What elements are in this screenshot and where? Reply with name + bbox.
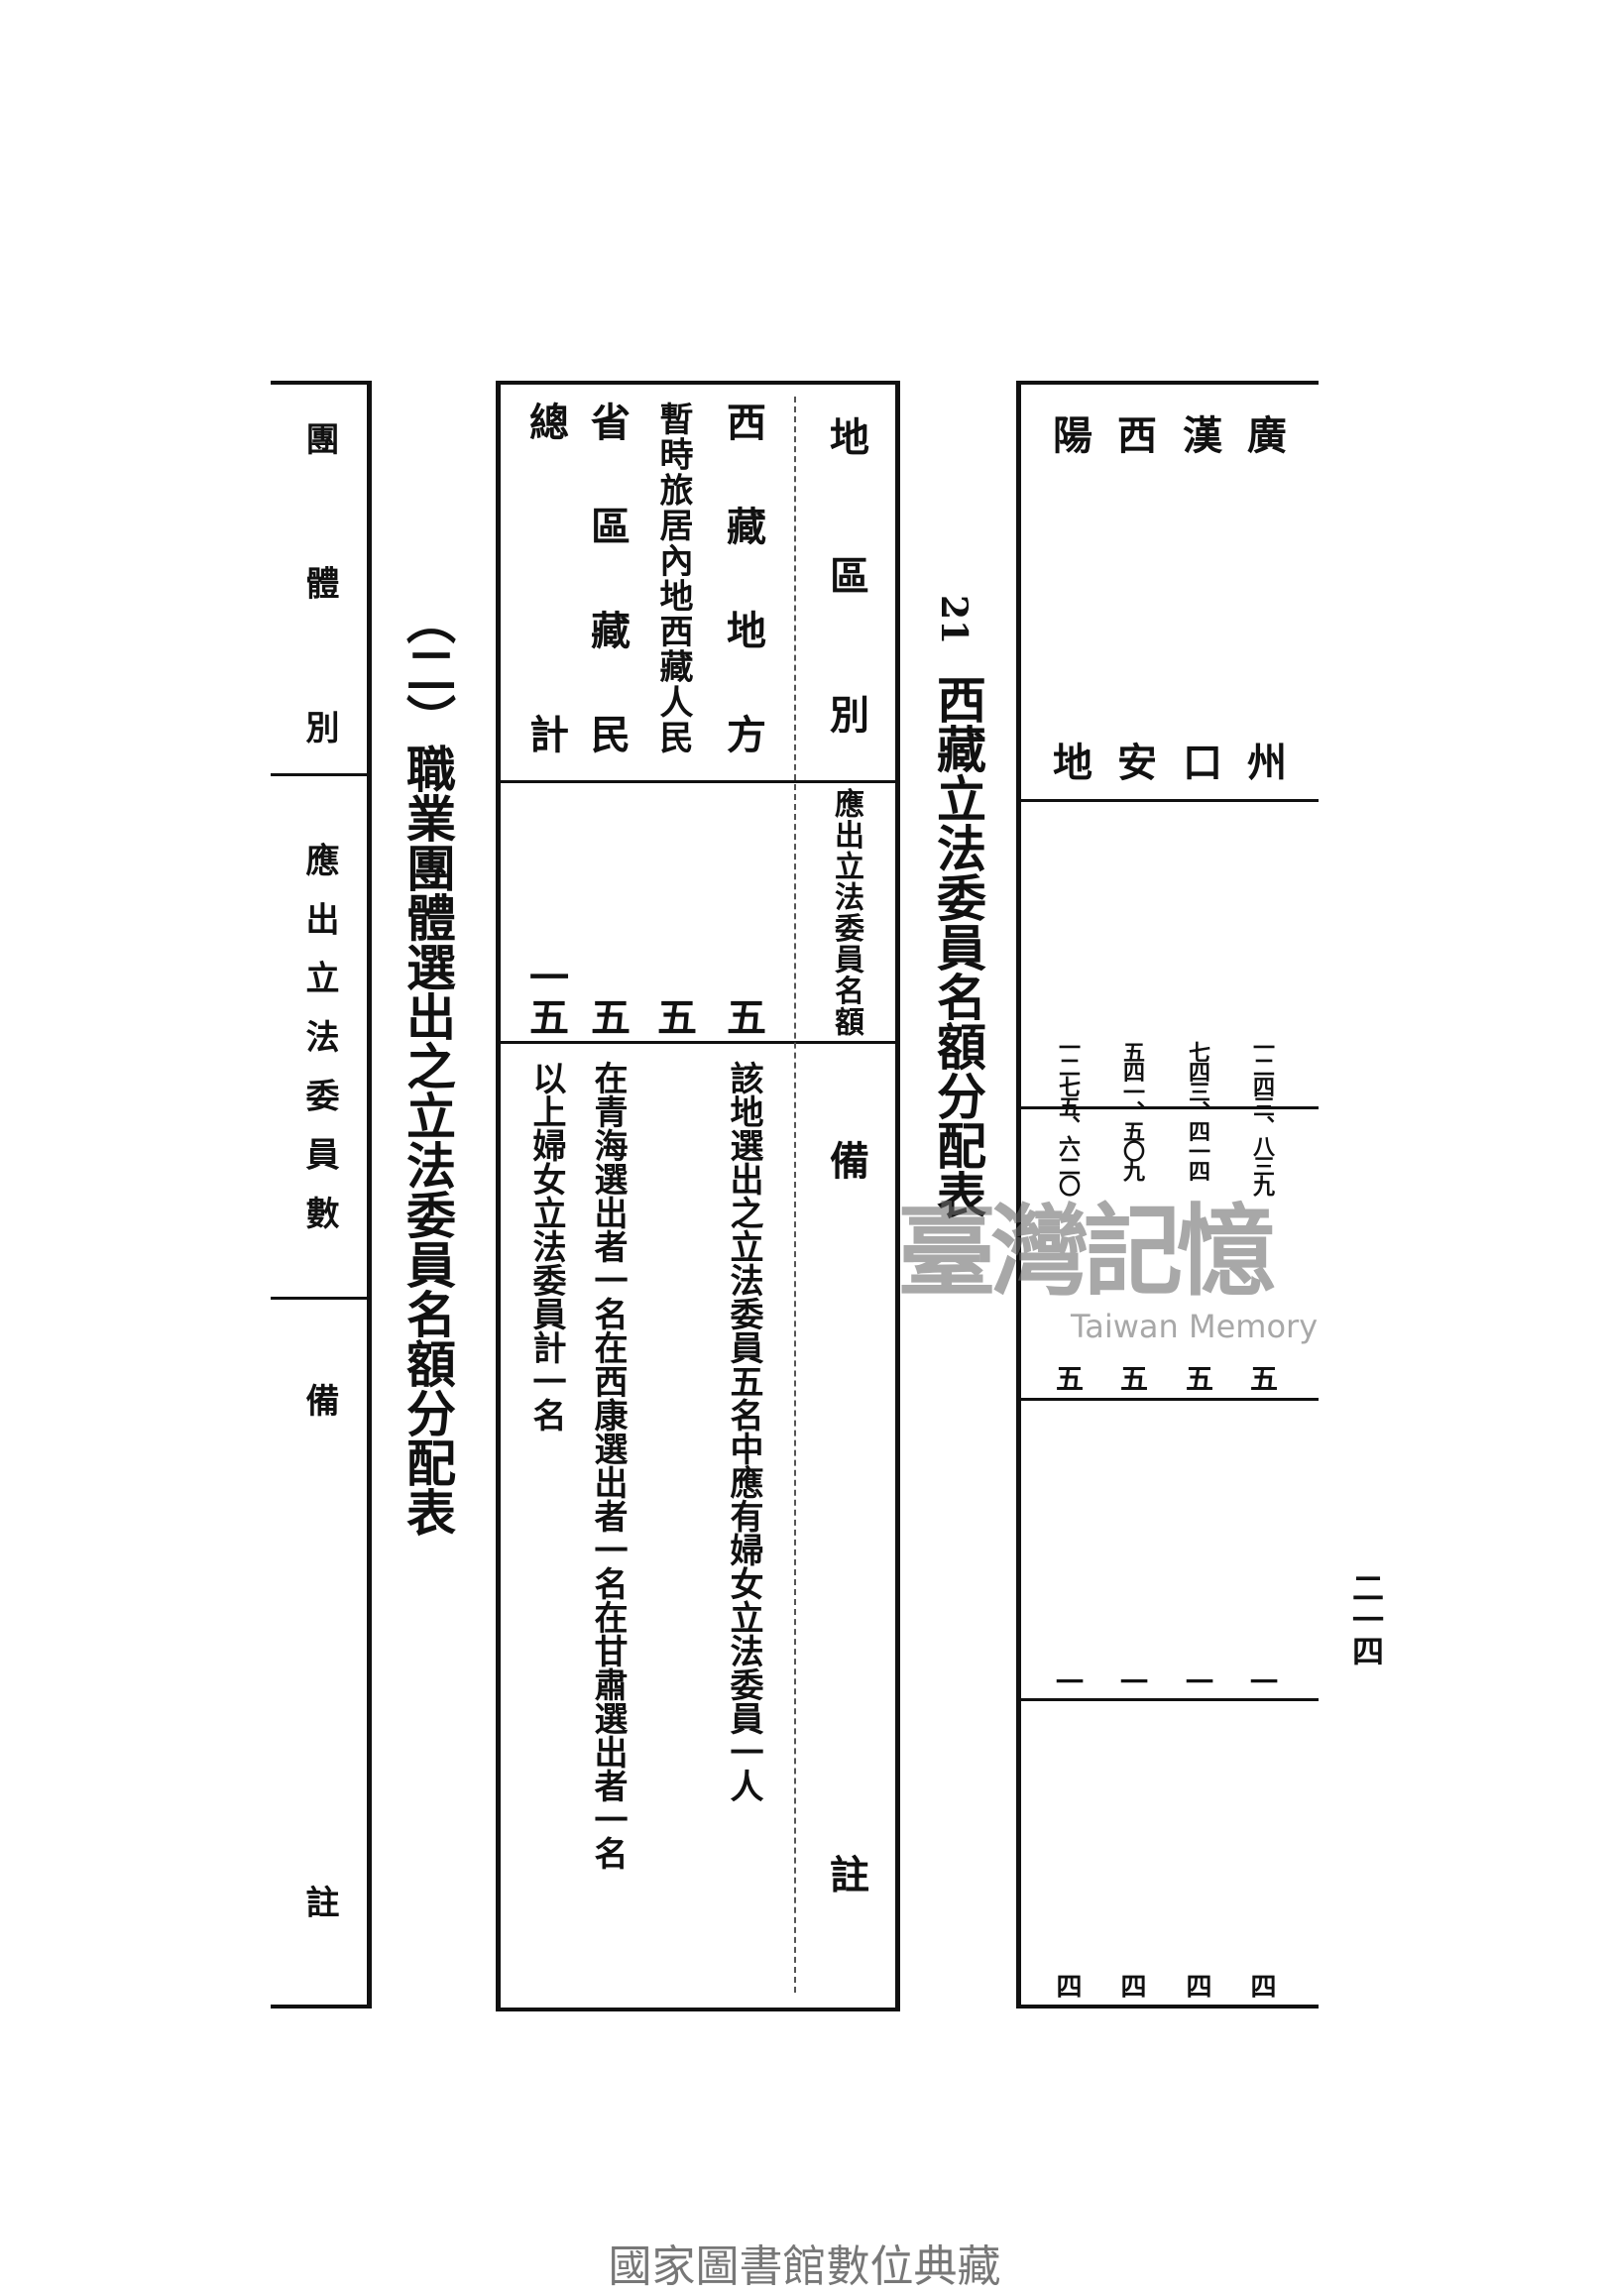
table-rule	[1021, 1698, 1319, 1701]
population-cell: 七四三、四一四	[1185, 1041, 1210, 1180]
seats-cell: 五	[1116, 1364, 1149, 1392]
table-rule	[271, 773, 367, 776]
header-remark: 備註	[299, 1383, 339, 1918]
watermark-logo: 臺灣記憶	[897, 1193, 1276, 1310]
section-title: （二）職業團體選出之立法委員名額分配表	[399, 595, 457, 1537]
remark-cell: 在青海選出者一名在西康選出者一名在甘肅選出者一名	[588, 1061, 628, 1870]
remark-cell: 四	[1182, 1973, 1211, 1999]
header-region: 地區別	[823, 416, 869, 734]
region-cell: 陽地	[1046, 414, 1092, 781]
table-rule	[496, 2008, 900, 2011]
table-rule	[1021, 1398, 1319, 1401]
region-cell: 暫時旅居內地西藏人民	[653, 402, 693, 753]
header-group: 團體別	[299, 421, 339, 744]
region-cell: 西藏地方	[720, 402, 766, 753]
table-border	[496, 383, 501, 2010]
table-title: 西藏立法委員名額分配表	[929, 674, 987, 1219]
table-rule	[1016, 381, 1319, 385]
table-rule	[1016, 2005, 1319, 2009]
table-rule	[1021, 1106, 1319, 1109]
population-cell: 一二七五、六二〇	[1055, 1036, 1081, 1195]
remark-cell: 四	[1052, 1973, 1082, 1999]
table-number: 21	[933, 595, 975, 645]
seats-cell: 五	[1182, 1364, 1214, 1392]
seats-cell: 五	[584, 996, 631, 1036]
women-cell: 一	[1052, 1667, 1085, 1695]
region-cell: 漢口	[1176, 414, 1222, 781]
remark-cell: 該地選出之立法委員五名中應有婦女立法委員一人	[724, 1061, 763, 1802]
header-divider	[794, 397, 796, 1993]
header-remark: 備註	[823, 1140, 869, 1894]
table-border	[367, 383, 372, 2009]
table-rule	[271, 2005, 372, 2009]
page-number: 二一四	[1347, 1571, 1385, 1666]
seats-cell: 五	[1246, 1364, 1279, 1392]
table-border	[1016, 383, 1021, 2009]
women-cell: 一	[1246, 1667, 1279, 1695]
region-cell: 總計	[522, 402, 569, 753]
seats-cell: 五	[1052, 1364, 1085, 1392]
region-cell: 廣州	[1240, 414, 1287, 781]
seats-cell: 五	[720, 996, 766, 1036]
seats-cell: 五	[650, 996, 697, 1036]
seats-cell: 一五	[522, 957, 569, 1036]
remark-cell: 以上婦女立法委員計一名	[526, 1061, 566, 1432]
remark-cell: 四	[1246, 1973, 1276, 1999]
region-cell: 西安	[1110, 414, 1157, 781]
population-cell: 一二四三、八三九	[1249, 1036, 1275, 1195]
women-cell: 一	[1116, 1667, 1149, 1695]
remark-cell: 四	[1116, 1973, 1146, 1999]
table-rule	[496, 381, 900, 385]
header-seats: 應出立法委員數	[299, 843, 339, 1229]
table-border	[895, 383, 900, 2010]
region-cell: 省區藏民	[584, 402, 631, 753]
table-rule	[271, 1297, 367, 1300]
table-rule	[271, 381, 372, 385]
header-seats: 應出立法委員名額	[829, 788, 863, 1036]
footer-credit: 國家圖書館數位典藏	[608, 2241, 1001, 2292]
table-rule	[1021, 799, 1319, 802]
table-rule	[499, 780, 895, 783]
population-cell: 五四一、五〇九	[1119, 1041, 1145, 1180]
women-cell: 一	[1182, 1667, 1214, 1695]
table-rule	[499, 1041, 895, 1044]
watermark-english: Taiwan Memory	[1071, 1308, 1319, 1345]
